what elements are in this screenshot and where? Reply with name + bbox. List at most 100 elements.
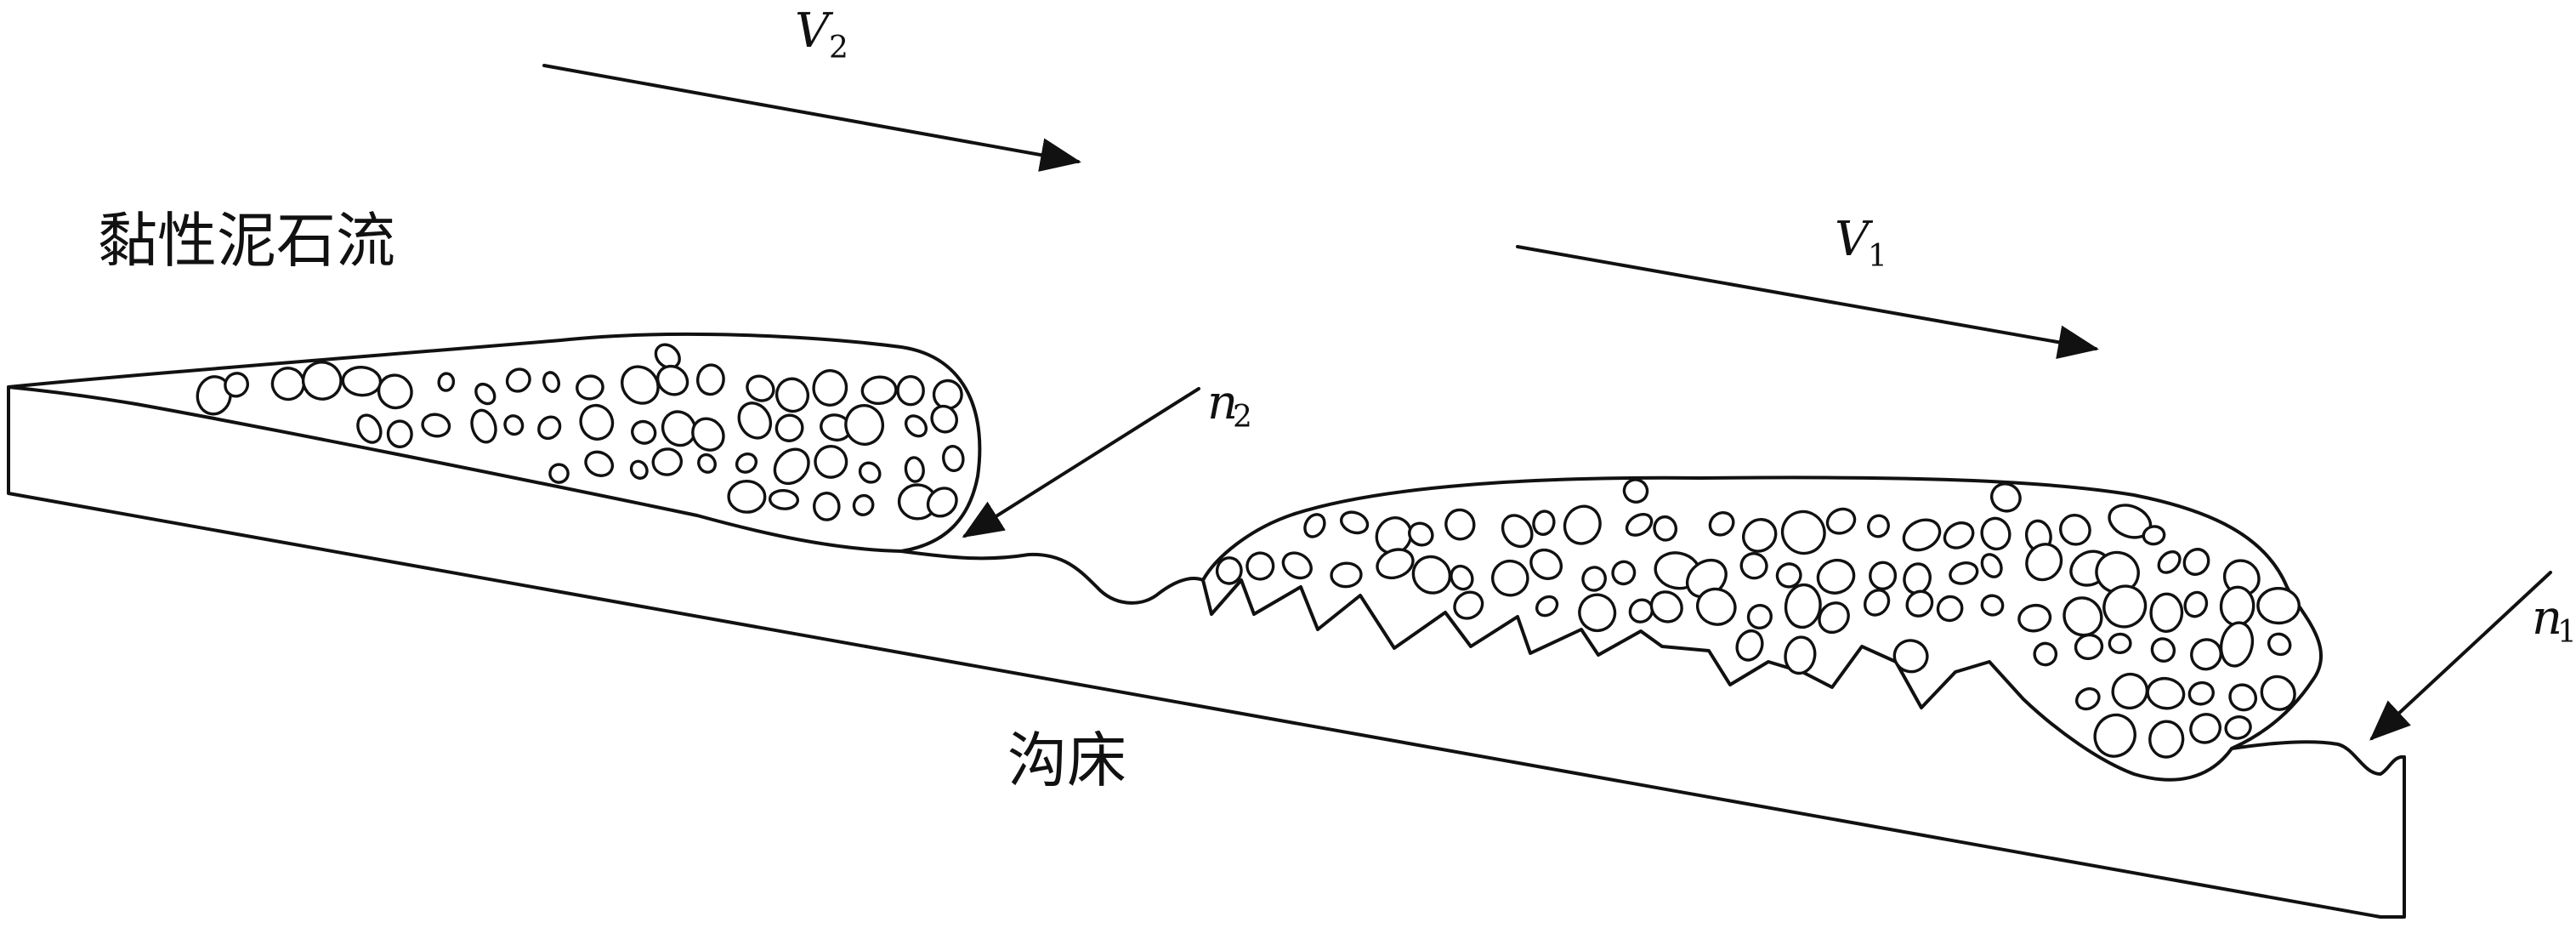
v2-arrow [542, 64, 1081, 172]
lower-debris-surge-outline [1201, 475, 2324, 782]
clast [2150, 637, 2176, 663]
clast [860, 375, 898, 406]
clast [1611, 560, 1637, 586]
clast [1622, 478, 1649, 504]
downstream-surface [2230, 740, 2406, 776]
clast [1739, 552, 1768, 580]
v1-subscript: 1 [1868, 239, 1887, 274]
clast [1581, 566, 1607, 592]
clast [858, 461, 882, 484]
clast [1625, 512, 1654, 537]
n2-label: n 2 [1207, 375, 1252, 435]
clast [1628, 598, 1654, 623]
clast [812, 369, 848, 407]
clast [1245, 551, 1275, 581]
clast [1746, 603, 1773, 630]
clast [474, 382, 496, 406]
v2-label: V 2 [795, 3, 848, 65]
clast [1281, 551, 1313, 580]
clast [2189, 713, 2222, 744]
n1-label: n 1 [2532, 590, 2576, 650]
clast [1408, 521, 1434, 547]
clast [631, 419, 657, 445]
clast [1375, 516, 1413, 555]
clast [2228, 683, 2258, 712]
clast [2017, 603, 2052, 633]
clast [1491, 559, 1529, 597]
clast [1780, 510, 1826, 555]
n1-arrow [2369, 571, 2552, 741]
n1-symbol: n [2532, 590, 2562, 646]
clast [1784, 583, 1822, 629]
clast [1330, 561, 1363, 589]
clast [421, 413, 451, 438]
clast [2074, 633, 2104, 660]
clast [437, 372, 456, 392]
v1-label: V 1 [1835, 212, 1887, 274]
clast [651, 447, 684, 476]
channel-bed [7, 385, 2406, 919]
clast [746, 374, 775, 402]
clast [1816, 558, 1856, 595]
clast [1869, 561, 1898, 590]
n2-subscript: 2 [1233, 400, 1252, 435]
clast [1501, 514, 1534, 549]
clast [377, 373, 413, 410]
clast [2108, 632, 2132, 655]
clast [1339, 510, 1370, 535]
clast [1563, 504, 1602, 545]
clast [1863, 589, 1891, 617]
clast [932, 379, 963, 410]
clast [2149, 592, 2184, 633]
clast [691, 417, 725, 452]
clast [2059, 513, 2091, 546]
clast [1215, 556, 1243, 585]
n2-symbol: n [1207, 375, 1238, 430]
clast [1980, 594, 2005, 617]
clast [2146, 676, 2186, 710]
clast [904, 456, 925, 483]
v1-symbol: V [1835, 212, 1874, 267]
clast [1936, 595, 1964, 623]
clast [727, 479, 767, 514]
clast [1376, 548, 1415, 580]
clast [2182, 548, 2210, 576]
clast [1708, 511, 1735, 537]
channel-surface [899, 549, 1205, 605]
clast [695, 363, 725, 396]
v2-symbol: V [795, 3, 834, 59]
clast [1735, 629, 1764, 662]
clast [2148, 720, 2185, 759]
clast [1649, 590, 1683, 623]
clast [2102, 584, 2148, 629]
clast [2183, 590, 2209, 618]
clast [1949, 561, 1979, 585]
clast [1980, 516, 2011, 551]
clast [2219, 585, 2255, 627]
clast [844, 404, 885, 446]
n1-subscript: 1 [2557, 615, 2576, 650]
clast [1892, 639, 1929, 674]
clast [1303, 513, 1326, 538]
clast [661, 410, 697, 447]
clast [356, 413, 383, 444]
clast [1578, 593, 1617, 633]
clast [1532, 510, 1556, 536]
clast [1905, 589, 1934, 618]
clast [896, 375, 925, 407]
clast [2256, 586, 2301, 625]
clast [942, 444, 965, 473]
clast [773, 447, 810, 486]
clast [270, 367, 306, 401]
n2-arrow [962, 387, 1200, 538]
clast [2063, 596, 2103, 637]
clast [775, 377, 810, 413]
clast [1453, 590, 1484, 620]
clast [2074, 687, 2101, 711]
clast [2224, 715, 2252, 740]
clast [2267, 632, 2292, 657]
clast [814, 444, 848, 479]
channel-bed-label: 沟床 [1007, 726, 1126, 795]
clast [1653, 515, 1678, 542]
